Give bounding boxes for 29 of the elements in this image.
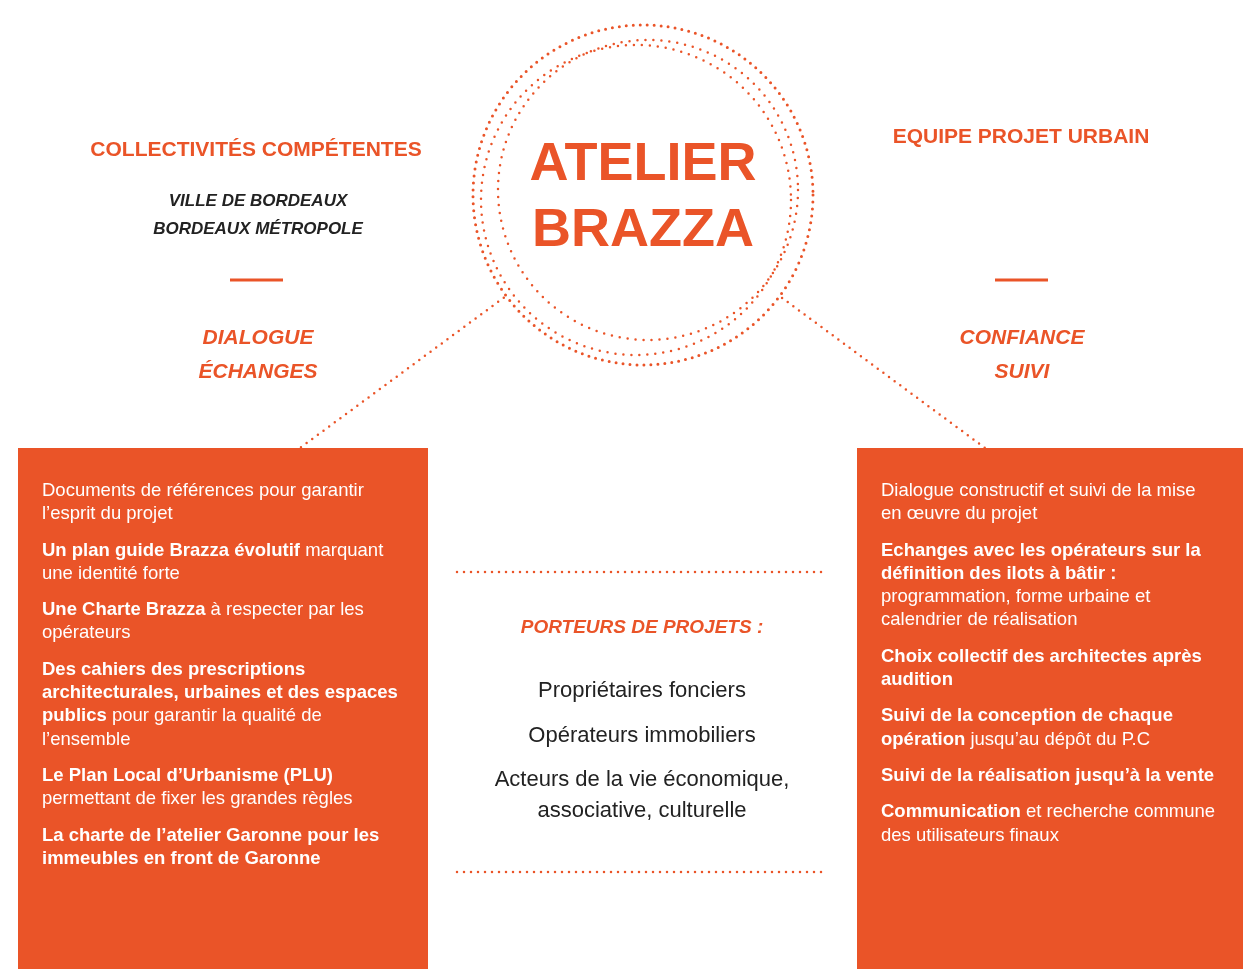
list-item: Acteurs de la vie économique, associative, culturelle [493, 765, 791, 824]
keyword-label: DIALOGUE [202, 324, 314, 350]
keyword-label: SUIVI [994, 358, 1050, 384]
panel-text: Choix collectif des architectes après audition [881, 643, 1203, 691]
info-panel [18, 448, 428, 969]
list-item: Propriétaires fonciers [538, 676, 746, 704]
section-heading: PORTEURS DE PROJETS : [520, 615, 764, 639]
panel-text: Communication et recherche commune des utilisateurs finaux [881, 799, 1217, 846]
keyword-label: ÉCHANGES [198, 358, 318, 384]
list-item: Opérateurs immobiliers [528, 721, 756, 749]
member-name: VILLE DE BORDEAUX [168, 190, 348, 212]
panel-text: Dialogue constructif et suivi de la mise en œuvre du projet [881, 478, 1197, 525]
panel-text: La charte de l’atelier Garonne pour les immeubles en front de Garonne [42, 822, 381, 870]
panel-text: Des cahiers des prescriptions architecturales, urbaines et des espaces publics pour garantir la qualité de l’ensemble [42, 656, 399, 750]
panel-text: Un plan guide Brazza évolutif marquant une identité forte [42, 537, 385, 585]
panel-text: Une Charte Brazza à respecter par les opérateurs [42, 597, 365, 644]
panel-text: Echanges avec les opérateurs sur la définition des ilots à bâtir : programmation, forme urbaine et calendrier de réalisation [881, 537, 1202, 631]
dotted-connector [780, 296, 987, 450]
member-name: BORDEAUX MÉTROPOLE [153, 218, 363, 240]
info-panel [857, 448, 1243, 969]
panel-text: Suivi de la conception de chaque opération jusqu’au dépôt du P.C [881, 703, 1174, 750]
dotted-connector [298, 296, 506, 450]
circle-title: ATELIER BRAZZA [528, 130, 758, 259]
group-heading: EQUIPE PROJET URBAIN [892, 123, 1150, 149]
panel-text: Le Plan Local d’Urbanisme (PLU) permettant de fixer les grandes règles [42, 762, 354, 810]
keyword-label: CONFIANCE [959, 324, 1085, 350]
panel-text: Documents de références pour garantir l’esprit du projet [42, 478, 365, 525]
panel-text: Suivi de la réalisation jusqu’à la vente [881, 762, 1216, 787]
group-heading: COLLECTIVITÉS COMPÉTENTES [90, 136, 422, 162]
